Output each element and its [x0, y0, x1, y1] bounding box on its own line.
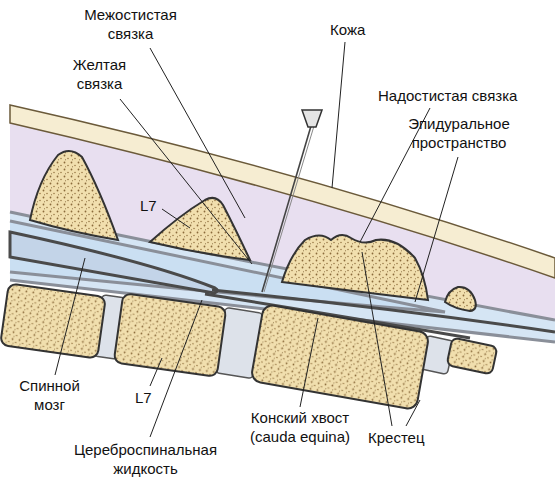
spinous-process [445, 287, 476, 311]
part-label: Кожа [330, 20, 365, 39]
part-label: Спинной мозг [12, 376, 87, 414]
part-label: Цереброспинальная жидкость [58, 440, 233, 478]
vertebral-body [114, 293, 227, 377]
vertebral-body [447, 338, 498, 375]
part-label: Эпидуральное пространство [400, 114, 518, 152]
sacrum-body [251, 304, 430, 410]
spinous-process [30, 151, 118, 240]
part-label: L7 [140, 196, 157, 215]
leader-line [406, 400, 420, 426]
vertebral-body [0, 283, 106, 358]
part-label: Конский хвост (cauda equina) [230, 408, 370, 446]
part-label: L7 [135, 388, 152, 407]
leader-line [332, 42, 345, 188]
leader-line [120, 99, 252, 264]
needle [264, 126, 314, 292]
part-label: Крестец [368, 428, 425, 447]
part-label: Желтая связка [62, 55, 137, 93]
needle-hub [302, 110, 322, 127]
sacral-crest [282, 235, 428, 300]
leader-line [362, 252, 392, 426]
part-label: Надостистая связка [378, 86, 517, 105]
leader-line [150, 358, 162, 386]
leader-line [300, 318, 318, 407]
leader-line [150, 48, 245, 218]
needle [262, 126, 311, 292]
leader-line [150, 300, 202, 437]
leader-line [415, 157, 458, 302]
leader-line [55, 258, 85, 375]
spinous-process [150, 198, 250, 260]
part-label: Межостистая связка [73, 5, 188, 43]
leader-line [162, 209, 190, 228]
